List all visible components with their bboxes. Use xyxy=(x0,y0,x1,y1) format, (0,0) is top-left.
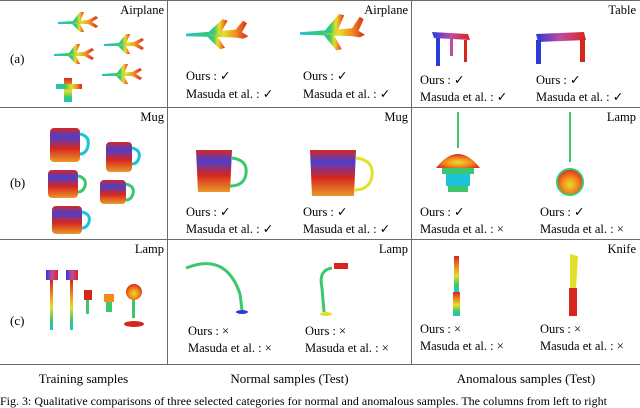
category-label: Lamp xyxy=(378,242,408,256)
result-ours: Ours : ✓ xyxy=(420,205,465,219)
result-masuda: Masuda et al. : × xyxy=(540,222,624,236)
result-masuda: Masuda et al. : ✓ xyxy=(186,87,274,101)
result-ours: Ours : ✓ xyxy=(303,69,348,83)
category-label: Airplane xyxy=(364,3,408,17)
category-label: Lamp xyxy=(606,110,636,124)
normal-airplane-shape xyxy=(186,19,249,50)
result-ours: Ours : ✓ xyxy=(420,73,465,87)
anomalous-table-shape xyxy=(536,32,586,64)
normal-airplane-shape xyxy=(300,14,365,51)
result-masuda: Masuda et al. : × xyxy=(540,339,624,353)
grid-col-1 xyxy=(167,0,168,365)
anomalous-table-shape xyxy=(432,32,470,66)
result-masuda: Masuda et al. : ✓ xyxy=(303,222,391,236)
column-title-anomalous: Anomalous samples (Test) xyxy=(456,371,596,386)
result-masuda: Masuda et al. : × xyxy=(420,339,504,353)
column-title-normal: Normal samples (Test) xyxy=(230,371,349,386)
anomalous-lamp-shape xyxy=(556,112,584,196)
training-mug-shape xyxy=(48,128,141,234)
normal-mug-shape xyxy=(310,150,374,196)
anomalous-lamp-shape xyxy=(436,112,480,192)
category-label: Airplane xyxy=(120,3,164,17)
training-airplane-shape xyxy=(54,44,94,64)
category-label: Mug xyxy=(384,110,408,124)
grid-top xyxy=(0,0,640,1)
result-masuda: Masuda et al. : × xyxy=(305,341,389,355)
result-masuda: Masuda et al. : ✓ xyxy=(303,87,391,101)
grid-col-2 xyxy=(411,0,412,365)
column-title-training: Training samples xyxy=(38,371,129,386)
result-ours: Ours : × xyxy=(188,324,230,338)
category-label: Mug xyxy=(140,110,164,124)
category-label: Table xyxy=(608,3,636,17)
normal-mug-shape xyxy=(196,150,248,192)
normal-lamp-shape xyxy=(319,263,348,316)
training-airplane-shape xyxy=(102,64,142,84)
result-ours: Ours : × xyxy=(420,322,462,336)
row-label-b: (b) xyxy=(10,175,26,190)
training-lamp-shape xyxy=(46,270,144,330)
result-ours: Ours : ✓ xyxy=(303,205,348,219)
anomalous-knife-shape xyxy=(453,256,460,316)
grid-row-bc xyxy=(0,239,640,240)
training-airplane-shape xyxy=(58,12,98,32)
result-ours: Ours : ✓ xyxy=(536,73,581,87)
training-airplane-shape xyxy=(56,78,82,102)
result-ours: Ours : ✓ xyxy=(186,69,231,83)
normal-lamp-shape xyxy=(185,262,248,314)
grid-row-ab xyxy=(0,107,640,108)
row-label-a: (a) xyxy=(10,51,25,66)
result-masuda: Masuda et al. : × xyxy=(420,222,504,236)
result-masuda: Masuda et al. : ✓ xyxy=(536,90,624,104)
result-masuda: Masuda et al. : ✓ xyxy=(420,90,508,104)
point-cloud-illustrations xyxy=(46,12,586,330)
anomalous-knife-shape xyxy=(569,254,578,316)
figure-caption: Fig. 3: Qualitative comparisons of three… xyxy=(0,394,607,408)
result-ours: Ours : ✓ xyxy=(186,205,231,219)
result-ours: Ours : × xyxy=(540,322,582,336)
training-airplane-shape xyxy=(104,34,144,54)
grid-bottom xyxy=(0,364,640,365)
result-masuda: Masuda et al. : ✓ xyxy=(186,222,274,236)
category-label: Lamp xyxy=(134,242,164,256)
result-masuda: Masuda et al. : × xyxy=(188,341,272,355)
result-ours: Ours : × xyxy=(305,324,347,338)
row-label-c: (c) xyxy=(10,313,25,328)
result-ours: Ours : ✓ xyxy=(540,205,585,219)
category-label: Knife xyxy=(607,242,636,256)
